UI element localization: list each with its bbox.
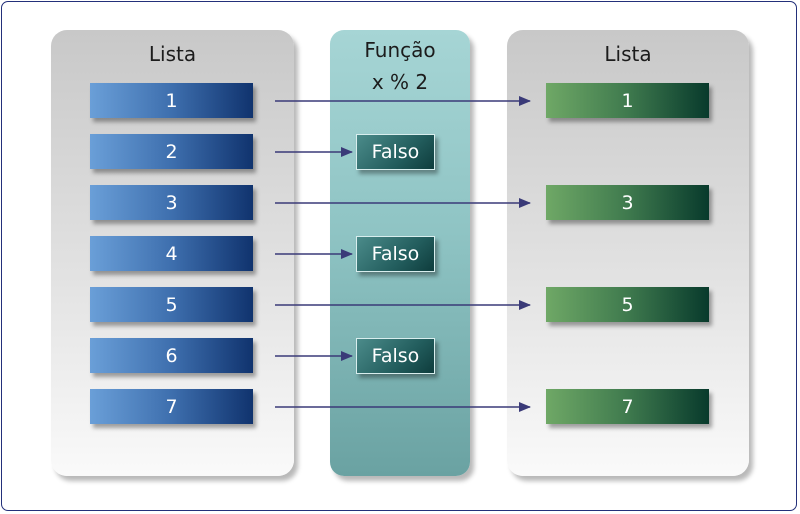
falso-result: Falso xyxy=(356,236,435,272)
left-list-item: 2 xyxy=(90,134,253,169)
right-list-item: 5 xyxy=(546,287,709,322)
right-list-item: 3 xyxy=(546,185,709,220)
falso-result: Falso xyxy=(356,338,435,374)
function-expression: x % 2 xyxy=(371,70,429,94)
left-list-item: 3 xyxy=(90,185,253,220)
left-list-item: 5 xyxy=(90,287,253,322)
left-list-item: 6 xyxy=(90,338,253,373)
right-list-title: Lista xyxy=(604,42,652,66)
right-list-item: 7 xyxy=(546,389,709,424)
function-title: Função xyxy=(364,38,436,62)
left-list-title: Lista xyxy=(148,42,197,66)
falso-result: Falso xyxy=(356,134,435,170)
left-list-item: 7 xyxy=(90,389,253,424)
left-list-item: 1 xyxy=(90,83,253,118)
left-list-item: 4 xyxy=(90,236,253,271)
right-list-item: 1 xyxy=(546,83,709,118)
